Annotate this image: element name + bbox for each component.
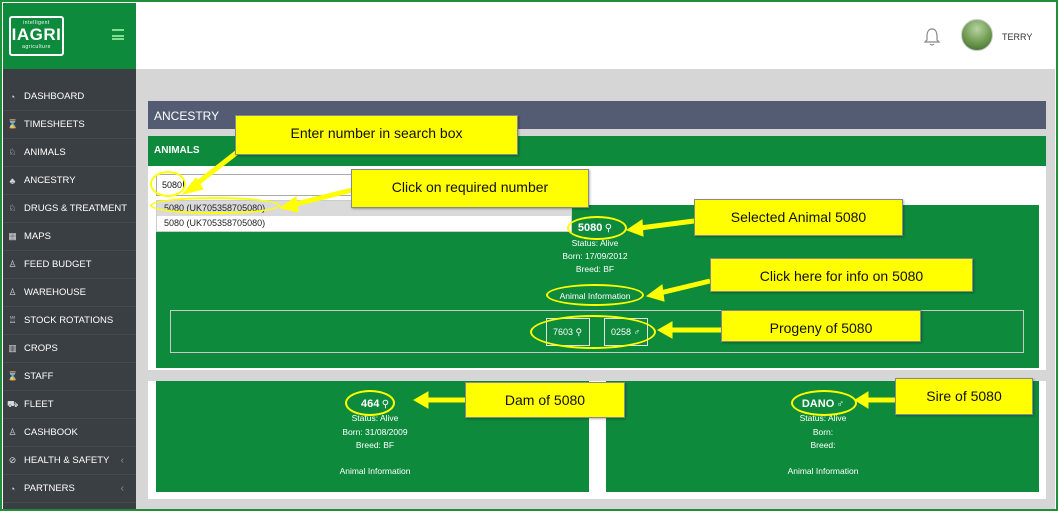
status-text: Status: Alive bbox=[351, 413, 399, 423]
sidebar-item-feed-budget[interactable]: ♙ FEED BUDGET bbox=[3, 251, 136, 279]
top-header: TERRY bbox=[136, 3, 1055, 69]
status-text: Status: Alive bbox=[571, 238, 619, 248]
bottle-icon: ♙ bbox=[8, 259, 17, 269]
sidebar-item-staff[interactable]: ⌛ STAFF bbox=[3, 363, 136, 391]
sidebar-item-animals[interactable]: ♘ ANIMALS bbox=[3, 139, 136, 167]
breed-text: Breed: BF bbox=[575, 264, 615, 274]
animal-icon: ♘ bbox=[8, 147, 17, 157]
status-text: Status: Alive bbox=[799, 413, 847, 423]
highlight-ellipse bbox=[345, 390, 395, 416]
sidebar-item-label: PARTNERS bbox=[24, 483, 75, 494]
sidebar-item-partners[interactable]: ◔ PARTNERS ‹ bbox=[3, 475, 136, 503]
sidebar: intelligent IAGRI agriculture ◔ DASHBOARD… bbox=[3, 3, 136, 509]
highlight-ellipse bbox=[791, 390, 857, 416]
logo-tagline-bottom: agriculture bbox=[22, 44, 51, 50]
bell-icon[interactable] bbox=[923, 27, 941, 47]
dashboard-icon: ◔ bbox=[9, 483, 16, 494]
highlight-ellipse bbox=[150, 171, 186, 197]
hamburger-menu-icon[interactable] bbox=[112, 29, 124, 40]
sidebar-item-label: FLEET bbox=[24, 399, 54, 410]
building-icon: ♖ bbox=[8, 315, 17, 325]
sidebar-item-stock-rotations[interactable]: ♖ STOCK ROTATIONS bbox=[3, 307, 136, 335]
sidebar-item-label: STOCK ROTATIONS bbox=[24, 315, 114, 326]
shield-icon: ⊘ bbox=[8, 455, 17, 465]
sidebar-item-label: ANIMALS bbox=[24, 147, 66, 158]
callout-info: Click here for info on 5080 bbox=[710, 258, 973, 292]
sidebar-item-warehouse[interactable]: ♙ WAREHOUSE bbox=[3, 279, 136, 307]
born-text: Born: 17/09/2012 bbox=[562, 251, 628, 261]
highlight-ellipse bbox=[567, 216, 627, 240]
born-text: Born: 31/08/2009 bbox=[342, 427, 408, 437]
sidebar-item-label: MAPS bbox=[24, 231, 51, 242]
sidebar-nav: ◔ DASHBOARD ⌛ TIMESHEETS ♘ ANIMALS ♣ ANCESTR… bbox=[3, 83, 136, 503]
sidebar-item-label: ANCESTRY bbox=[24, 175, 76, 186]
sidebar-item-ancestry[interactable]: ♣ ANCESTRY bbox=[3, 167, 136, 195]
sidebar-item-label: CASHBOOK bbox=[24, 427, 78, 438]
callout-dam: Dam of 5080 bbox=[465, 382, 625, 418]
sidebar-item-label: HEALTH & SAFETY bbox=[24, 455, 110, 466]
callout-progeny: Progeny of 5080 bbox=[721, 310, 921, 342]
sidebar-item-label: DASHBOARD bbox=[24, 91, 85, 102]
animal-icon: ♘ bbox=[8, 203, 17, 213]
breed-text: Breed: bbox=[810, 440, 836, 450]
sidebar-item-label: CROPS bbox=[24, 343, 58, 354]
callout-sire: Sire of 5080 bbox=[895, 378, 1033, 415]
map-icon: ▦ bbox=[8, 231, 17, 241]
avatar[interactable] bbox=[961, 19, 993, 51]
dashboard-icon: ◔ bbox=[9, 91, 16, 102]
sidebar-item-label: TIMESHEETS bbox=[24, 119, 85, 130]
tree-icon: ♣ bbox=[9, 175, 16, 186]
chevron-left-icon: ‹ bbox=[120, 455, 124, 466]
callout-selected: Selected Animal 5080 bbox=[694, 199, 903, 236]
sidebar-item-label: FEED BUDGET bbox=[24, 259, 92, 270]
bottle-icon: ♙ bbox=[8, 287, 17, 297]
username[interactable]: TERRY bbox=[1002, 32, 1033, 42]
born-text: Born: bbox=[812, 427, 834, 437]
iagri-logo[interactable]: intelligent IAGRI agriculture bbox=[9, 16, 64, 56]
sidebar-item-health-safety[interactable]: ⊘ HEALTH & SAFETY ‹ bbox=[3, 447, 136, 475]
callout-click: Click on required number bbox=[351, 169, 589, 208]
hourglass-icon: ⌛ bbox=[7, 119, 19, 129]
sidebar-item-drugs-treatment[interactable]: ♘ DRUGS & TREATMENT bbox=[3, 195, 136, 223]
sidebar-item-label: STAFF bbox=[24, 371, 54, 382]
truck-icon: ⛟ bbox=[7, 398, 19, 409]
callout-search: Enter number in search box bbox=[235, 115, 518, 155]
sidebar-item-dashboard[interactable]: ◔ DASHBOARD bbox=[3, 83, 136, 111]
logo-text: IAGRI bbox=[11, 25, 62, 44]
breed-text: Breed: BF bbox=[355, 440, 395, 450]
bottle-icon: ♙ bbox=[8, 427, 17, 437]
sidebar-item-label: WAREHOUSE bbox=[24, 287, 86, 298]
sidebar-item-cashbook[interactable]: ♙ CASHBOOK bbox=[3, 419, 136, 447]
highlight-ellipse bbox=[546, 284, 644, 306]
sidebar-item-maps[interactable]: ▦ MAPS bbox=[3, 223, 136, 251]
highlight-ellipse bbox=[530, 315, 656, 349]
sidebar-item-crops[interactable]: ▥ CROPS bbox=[3, 335, 136, 363]
logo-tagline-top: intelligent bbox=[23, 20, 50, 26]
animal-information-link[interactable]: Animal Information bbox=[787, 466, 859, 476]
progeny-container bbox=[170, 310, 1024, 353]
crop-icon: ▥ bbox=[8, 343, 17, 353]
sidebar-item-fleet[interactable]: ⛟ FLEET bbox=[3, 391, 136, 419]
chevron-left-icon: ‹ bbox=[120, 483, 124, 494]
brand-bar: intelligent IAGRI agriculture bbox=[3, 3, 136, 69]
hourglass-icon: ⌛ bbox=[7, 371, 19, 381]
dropdown-option[interactable]: 5080 (UK705358705080) bbox=[164, 218, 266, 228]
highlight-ellipse bbox=[150, 197, 280, 214]
animal-information-link[interactable]: Animal Information bbox=[339, 466, 411, 476]
sidebar-item-timesheets[interactable]: ⌛ TIMESHEETS bbox=[3, 111, 136, 139]
sidebar-item-label: DRUGS & TREATMENT bbox=[24, 203, 128, 214]
